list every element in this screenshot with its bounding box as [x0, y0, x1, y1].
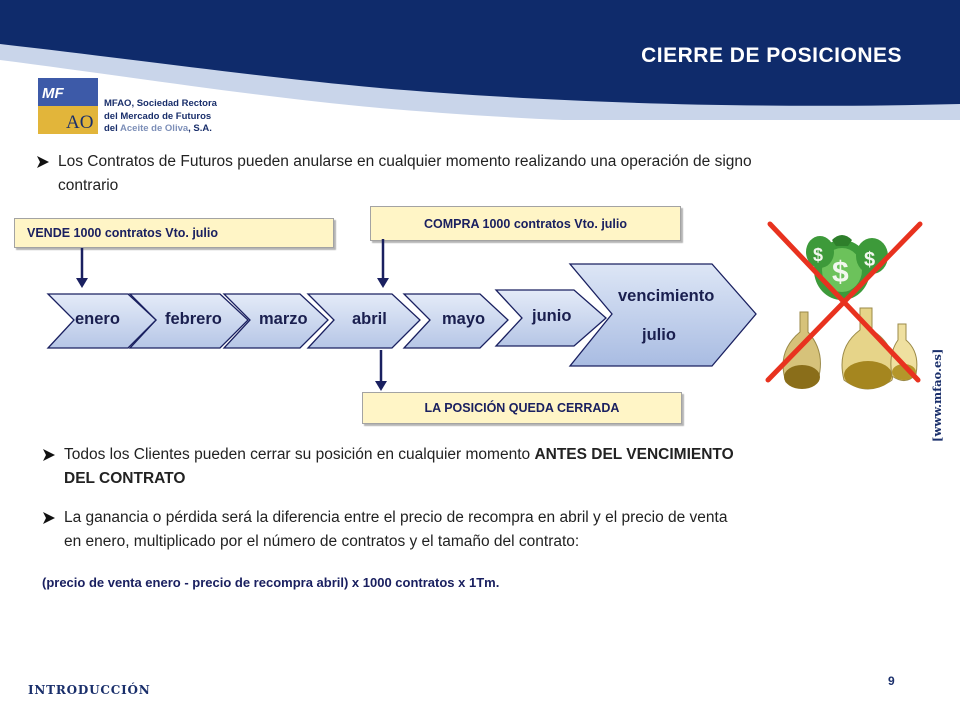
mfao-logo: MF AO [38, 78, 98, 134]
month-enero: enero [75, 310, 120, 328]
bullet-2-line-2: DEL CONTRATO [64, 470, 186, 487]
chevron-abril [306, 293, 421, 349]
bullet-1-line-1: Los Contratos de Futuros pueden anularse… [58, 153, 752, 170]
month-abril: abril [352, 310, 387, 328]
arrow-bullet-icon [43, 512, 55, 524]
profit-formula: (precio de venta enero - precio de recom… [42, 575, 500, 590]
company-line-3: del Aceite de Oliva, S.A. [104, 123, 212, 134]
header-banner [0, 0, 960, 120]
bullet-3-line-2: en enero, multiplicado por el número de … [64, 533, 580, 550]
website-vertical-label: [www.mfao.es] [930, 348, 944, 442]
svg-text:$: $ [813, 245, 823, 265]
callout-vende: VENDE 1000 contratos Vto. julio [14, 218, 334, 248]
svg-text:$: $ [832, 256, 849, 289]
chevron-enero [46, 293, 157, 349]
callout-posicion-cerrada: LA POSICIÓN QUEDA CERRADA [362, 392, 682, 424]
month-mayo: mayo [442, 310, 486, 328]
company-name: MFAO, Sociedad Rectora del Mercado de Fu… [104, 98, 217, 136]
company-line-1: MFAO, Sociedad Rectora [104, 98, 217, 109]
page-title: CIERRE DE POSICIONES [641, 44, 902, 67]
label-vencimiento: vencimiento [618, 287, 715, 305]
logo-ao-text: AO [66, 112, 93, 133]
section-footer: INTRODUCCIÓN [28, 683, 151, 697]
label-julio: julio [642, 326, 676, 344]
month-junio: junio [532, 307, 572, 325]
red-x-cross-icon [765, 221, 923, 383]
month-marzo: marzo [259, 310, 308, 328]
arrow-bullet-icon [37, 156, 49, 168]
logo-mf-text: MF [42, 85, 64, 102]
bullet-2-line-1: Todos los Clientes pueden cerrar su posi… [64, 446, 734, 463]
company-line-2: del Mercado de Futuros [104, 110, 212, 122]
chevron-junio [494, 289, 607, 347]
arrow-bullet-icon [43, 449, 55, 461]
month-febrero: febrero [165, 310, 222, 328]
chevron-mayo [402, 293, 509, 349]
svg-text:$: $ [864, 249, 875, 271]
chevron-vencimiento-julio [568, 263, 757, 367]
bullet-3-line-1: La ganancia o pérdida será la diferencia… [64, 509, 728, 526]
bullet-1-line-2: contrario [58, 177, 119, 194]
money-oil-crossed-illustration: $ $ $ [765, 221, 923, 390]
olive-oil-flasks-icon [782, 307, 918, 390]
callout-compra: COMPRA 1000 contratos Vto. julio [370, 206, 681, 241]
page-number: 9 [888, 674, 895, 688]
chevron-marzo [222, 293, 329, 349]
